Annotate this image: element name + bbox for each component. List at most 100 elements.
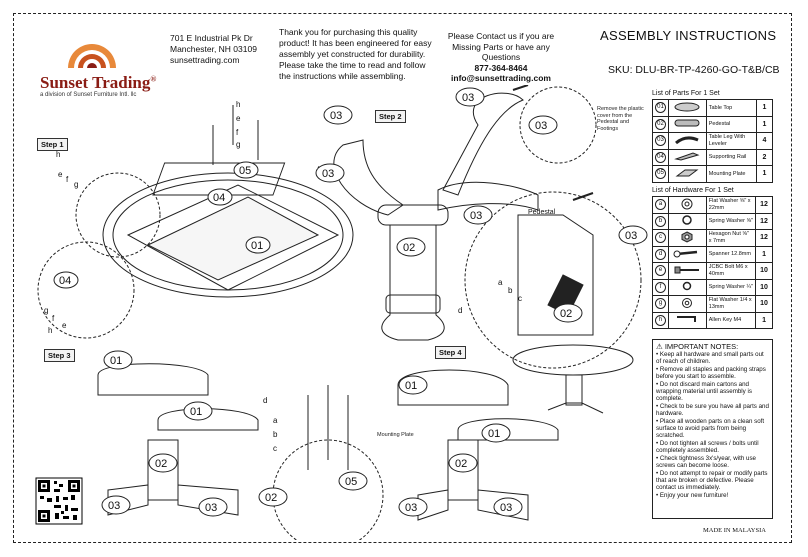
svg-text:02: 02 bbox=[265, 492, 277, 504]
hardware-letter-f: f bbox=[236, 128, 239, 137]
table-row: g Flat Washer 1/4 x 13mm 10 bbox=[652, 295, 773, 313]
hardware-description: Spring Washer ¼" bbox=[705, 278, 757, 296]
hardware-letter-d: d bbox=[263, 396, 267, 405]
hardware-letter: e bbox=[655, 265, 666, 277]
hardware-quantity: 1 bbox=[755, 311, 773, 329]
detail-circle bbox=[75, 172, 161, 258]
part-label-03: 03 bbox=[323, 105, 353, 125]
svg-text:01: 01 bbox=[488, 428, 500, 440]
table-row: 02 Pedestal 1 bbox=[652, 115, 774, 133]
part-label-02: 02 bbox=[396, 237, 426, 257]
svg-text:03: 03 bbox=[625, 230, 637, 242]
hardware-quantity: 10 bbox=[755, 295, 773, 313]
svg-text:03: 03 bbox=[330, 110, 342, 122]
mounting-plate-icon bbox=[675, 169, 699, 177]
part-label-03: 03 bbox=[198, 497, 228, 517]
hardware-letter-g: g bbox=[74, 180, 78, 189]
part-label-02: 02 bbox=[448, 453, 478, 473]
note-item: • Enjoy your new furniture! bbox=[656, 491, 729, 499]
notes-title: IMPORTANT NOTES: bbox=[664, 342, 739, 351]
svg-text:03: 03 bbox=[322, 168, 334, 180]
hardware-letter-g: g bbox=[44, 306, 48, 315]
thanks-line: Thank you for purchasing this quality bbox=[279, 27, 418, 37]
note-item: • Place all wooden parts on a clean soft… bbox=[656, 417, 765, 440]
important-notes-panel: ⚠ IMPORTANT NOTES: • Keep all hardware a… bbox=[652, 339, 773, 519]
hardware-description: Flat Washer ⅝" x 22mm bbox=[705, 196, 757, 214]
address-line: 701 E Industrial Pk Dr bbox=[170, 33, 253, 43]
hardware-quantity: 12 bbox=[755, 196, 773, 214]
company-address: 701 E Industrial Pk Dr Manchester, NH 03… bbox=[170, 33, 257, 66]
table-row: 03 Table Leg With Leveler 4 bbox=[652, 132, 774, 150]
part-label-01: 01 bbox=[245, 236, 271, 254]
part-label-01: 01 bbox=[103, 350, 133, 370]
hardware-description: Hexagon Nut ⅝" x 7mm bbox=[705, 229, 757, 247]
contact-line: Missing Parts or have any Questions bbox=[452, 41, 550, 63]
part-label-04: 04 bbox=[53, 271, 79, 289]
hardware-letter-c: c bbox=[273, 444, 277, 453]
step-4-label: Step 4 bbox=[435, 346, 466, 359]
svg-text:03: 03 bbox=[405, 502, 417, 514]
contact-line: Please Contact us if you are bbox=[447, 31, 555, 41]
hardware-letter-e: e bbox=[236, 114, 241, 123]
hardware-letter-c: c bbox=[518, 294, 522, 303]
svg-text:05: 05 bbox=[345, 476, 357, 488]
table-row: e JCBC Bolt M6 x 40mm 10 bbox=[652, 262, 773, 280]
thanks-line: the instructions while assembling. bbox=[279, 71, 406, 81]
hardware-letter-a: a bbox=[273, 416, 278, 425]
note-item: • Do not tighten all screws / bolts unti… bbox=[656, 439, 759, 455]
email-link[interactable]: info@sunsettrading.com bbox=[451, 73, 551, 83]
part-label-05: 05 bbox=[233, 161, 259, 179]
svg-text:03: 03 bbox=[205, 502, 217, 514]
hardware-letter: d bbox=[655, 248, 666, 260]
hardware-quantity: 12 bbox=[755, 212, 773, 230]
table-top-outline bbox=[102, 172, 354, 298]
hardware-letter-g: g bbox=[236, 140, 240, 149]
detail-circle bbox=[37, 241, 135, 339]
table-row: 01 Table Top 1 bbox=[652, 99, 774, 117]
part-label-03: 03 bbox=[315, 163, 345, 183]
hardware-letter-b: b bbox=[273, 430, 278, 439]
part-label-03: 03 bbox=[463, 205, 493, 225]
hardware-letter-h: h bbox=[236, 100, 240, 109]
hardware-letter-e: e bbox=[58, 170, 63, 179]
svg-text:01: 01 bbox=[110, 355, 122, 367]
notes-list: • Keep all hardware and small parts out … bbox=[656, 351, 769, 499]
table-row: b Spring Washer ⅝" 12 bbox=[652, 212, 773, 230]
step-3-label: Step 3 bbox=[44, 349, 75, 362]
part-number: 03 bbox=[655, 135, 666, 147]
note-item: • Remove all staples and packing straps … bbox=[656, 365, 766, 381]
thanks-line: Please take the time to read and follow bbox=[279, 60, 426, 70]
table-leg-shape bbox=[333, 139, 404, 216]
contact-block: Please Contact us if you are Missing Par… bbox=[435, 31, 567, 84]
hardware-quantity: 10 bbox=[755, 278, 773, 296]
thank-you-message: Thank you for purchasing this quality pr… bbox=[279, 27, 432, 82]
part-label-03: 03 bbox=[528, 115, 558, 135]
svg-text:05: 05 bbox=[239, 165, 251, 177]
part-label-02: 02 bbox=[258, 487, 288, 507]
note-item: • Do not discard main cartons and wrappi… bbox=[656, 380, 752, 403]
hardware-quantity: 1 bbox=[755, 245, 773, 263]
note-item: • Check tightness 3x's/year, with use sc… bbox=[656, 454, 756, 470]
part-number: 02 bbox=[655, 118, 666, 130]
hardware-letter-h: h bbox=[48, 326, 52, 335]
bolt-icon bbox=[674, 266, 700, 274]
notes-heading: ⚠ IMPORTANT NOTES: bbox=[656, 342, 769, 351]
hardware-letter: c bbox=[655, 232, 666, 244]
pedestal-shape bbox=[381, 224, 445, 341]
hardware-letter-h: h bbox=[56, 150, 60, 159]
part-label-01: 01 bbox=[398, 375, 428, 395]
svg-text:02: 02 bbox=[403, 242, 415, 254]
allen-key-icon bbox=[677, 316, 697, 323]
hardware-letter-f: f bbox=[66, 175, 69, 184]
phone-number[interactable]: 877-364-8464 bbox=[474, 62, 528, 73]
part-label-03: 03 bbox=[455, 87, 485, 107]
part-number: 04 bbox=[655, 151, 666, 163]
website-link[interactable]: sunsettrading.com bbox=[170, 55, 240, 65]
svg-text:04: 04 bbox=[213, 192, 225, 204]
part-label-05: 05 bbox=[338, 471, 368, 491]
hardware-letter-d: d bbox=[458, 306, 462, 315]
company-tagline: a division of Sunset Furniture Intl. llc bbox=[40, 92, 137, 98]
page-border bbox=[13, 13, 792, 543]
hardware-list-table: a Flat Washer ⅝" x 22mm 12 b Spring Wash… bbox=[652, 196, 773, 329]
table-row: 04 Supporting Rail 2 bbox=[652, 148, 774, 166]
